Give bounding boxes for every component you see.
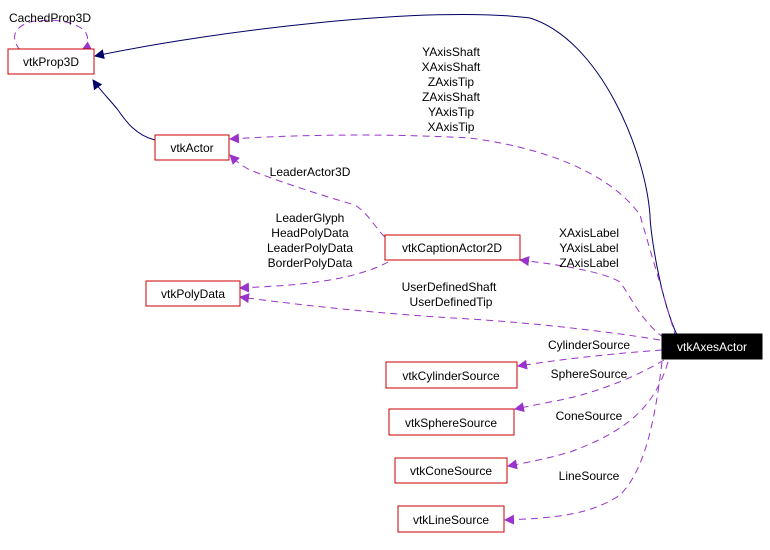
node-vtkaxesactor[interactable]: vtkAxesActor [661,333,763,360]
edge-caption-to-actor [229,154,386,238]
node-vtkactor[interactable]: vtkActor [154,134,230,161]
node-vtkspheresource-label: vtkSphereSource [405,416,497,430]
node-vtkprop3d-label: vtkProp3D [23,55,79,69]
edge-label-caption-from-axes: YAxisLabel [559,241,618,255]
node-vtkpolydata[interactable]: vtkPolyData [145,280,241,307]
edge-label-conesource: ConeSource [556,409,623,423]
edge-caption-to-polydata [239,261,389,293]
edge-axes-to-actor [229,133,677,339]
edge-axes-to-cone [507,361,669,470]
edge-label-polydata-from-caption: LeaderGlyph [276,211,345,225]
inheritance-edges [92,13,679,338]
edge-label-actor-from-axes: YAxisShaft [422,45,480,59]
edge-axes-to-polydata [239,293,661,341]
node-vtkconesource[interactable]: vtkConeSource [394,457,508,484]
edge-label-spheresource: SphereSource [551,367,628,381]
edge-label-actor-from-axes: YAxisTip [428,105,474,119]
edge-label-linesource: LineSource [559,469,620,483]
edge-prop3d-self [14,19,93,51]
edge-axes-to-sphere [514,359,665,413]
node-vtklinesource[interactable]: vtkLineSource [397,505,505,533]
node-vtkconesource-label: vtkConeSource [410,464,492,478]
edge-label-leaderactor3d: LeaderActor3D [270,165,351,179]
edge-label-polydata-from-axes: UserDefinedTip [410,295,493,309]
node-vtkcylindersource[interactable]: vtkCylinderSource [385,361,518,389]
node-vtkspheresource[interactable]: vtkSphereSource [388,408,515,436]
edge-label-actor-from-axes: ZAxisTip [428,75,475,89]
edge-axes-to-caption [519,256,665,339]
node-vtkprop3d[interactable]: vtkProp3D [7,48,95,75]
node-vtkpolydata-label: vtkPolyData [161,287,225,301]
edge-label-cylindersource: CylinderSource [548,338,630,352]
edge-label-actor-from-axes: ZAxisShaft [422,90,481,104]
edge-axes-to-cylinder [517,349,663,370]
node-vtkactor-label: vtkActor [170,141,213,155]
node-vtkcaptionactor2d-label: vtkCaptionActor2D [402,241,502,255]
edge-label-polydata-from-caption: HeadPolyData [271,226,349,240]
edge-label-caption-from-axes: XAxisLabel [559,226,619,240]
edge-label-polydata-from-caption: BorderPolyData [268,256,353,270]
node-vtklinesource-label: vtkLineSource [413,513,489,527]
edge-actor-to-prop3d [92,79,156,141]
edge-label-actor-from-axes: XAxisTip [428,120,475,134]
edge-label-polydata-from-axes: UserDefinedShaft [402,280,497,294]
edge-axes-to-line [504,361,663,525]
edge-labels: CachedProp3D YAxisShaft XAxisShaft ZAxis… [9,11,630,483]
node-vtkaxesactor-label: vtkAxesActor [677,340,747,354]
edge-axes-to-prop3d [94,13,679,338]
node-vtkcaptionactor2d[interactable]: vtkCaptionActor2D [384,234,521,261]
edge-label-actor-from-axes: XAxisShaft [422,60,481,74]
edge-label-cachedprop3d: CachedProp3D [9,11,91,25]
usage-edges [14,19,677,525]
node-vtkcylindersource-label: vtkCylinderSource [402,369,500,383]
edge-label-polydata-from-caption: LeaderPolyData [267,241,353,255]
edge-label-caption-from-axes: ZAxisLabel [559,256,618,270]
